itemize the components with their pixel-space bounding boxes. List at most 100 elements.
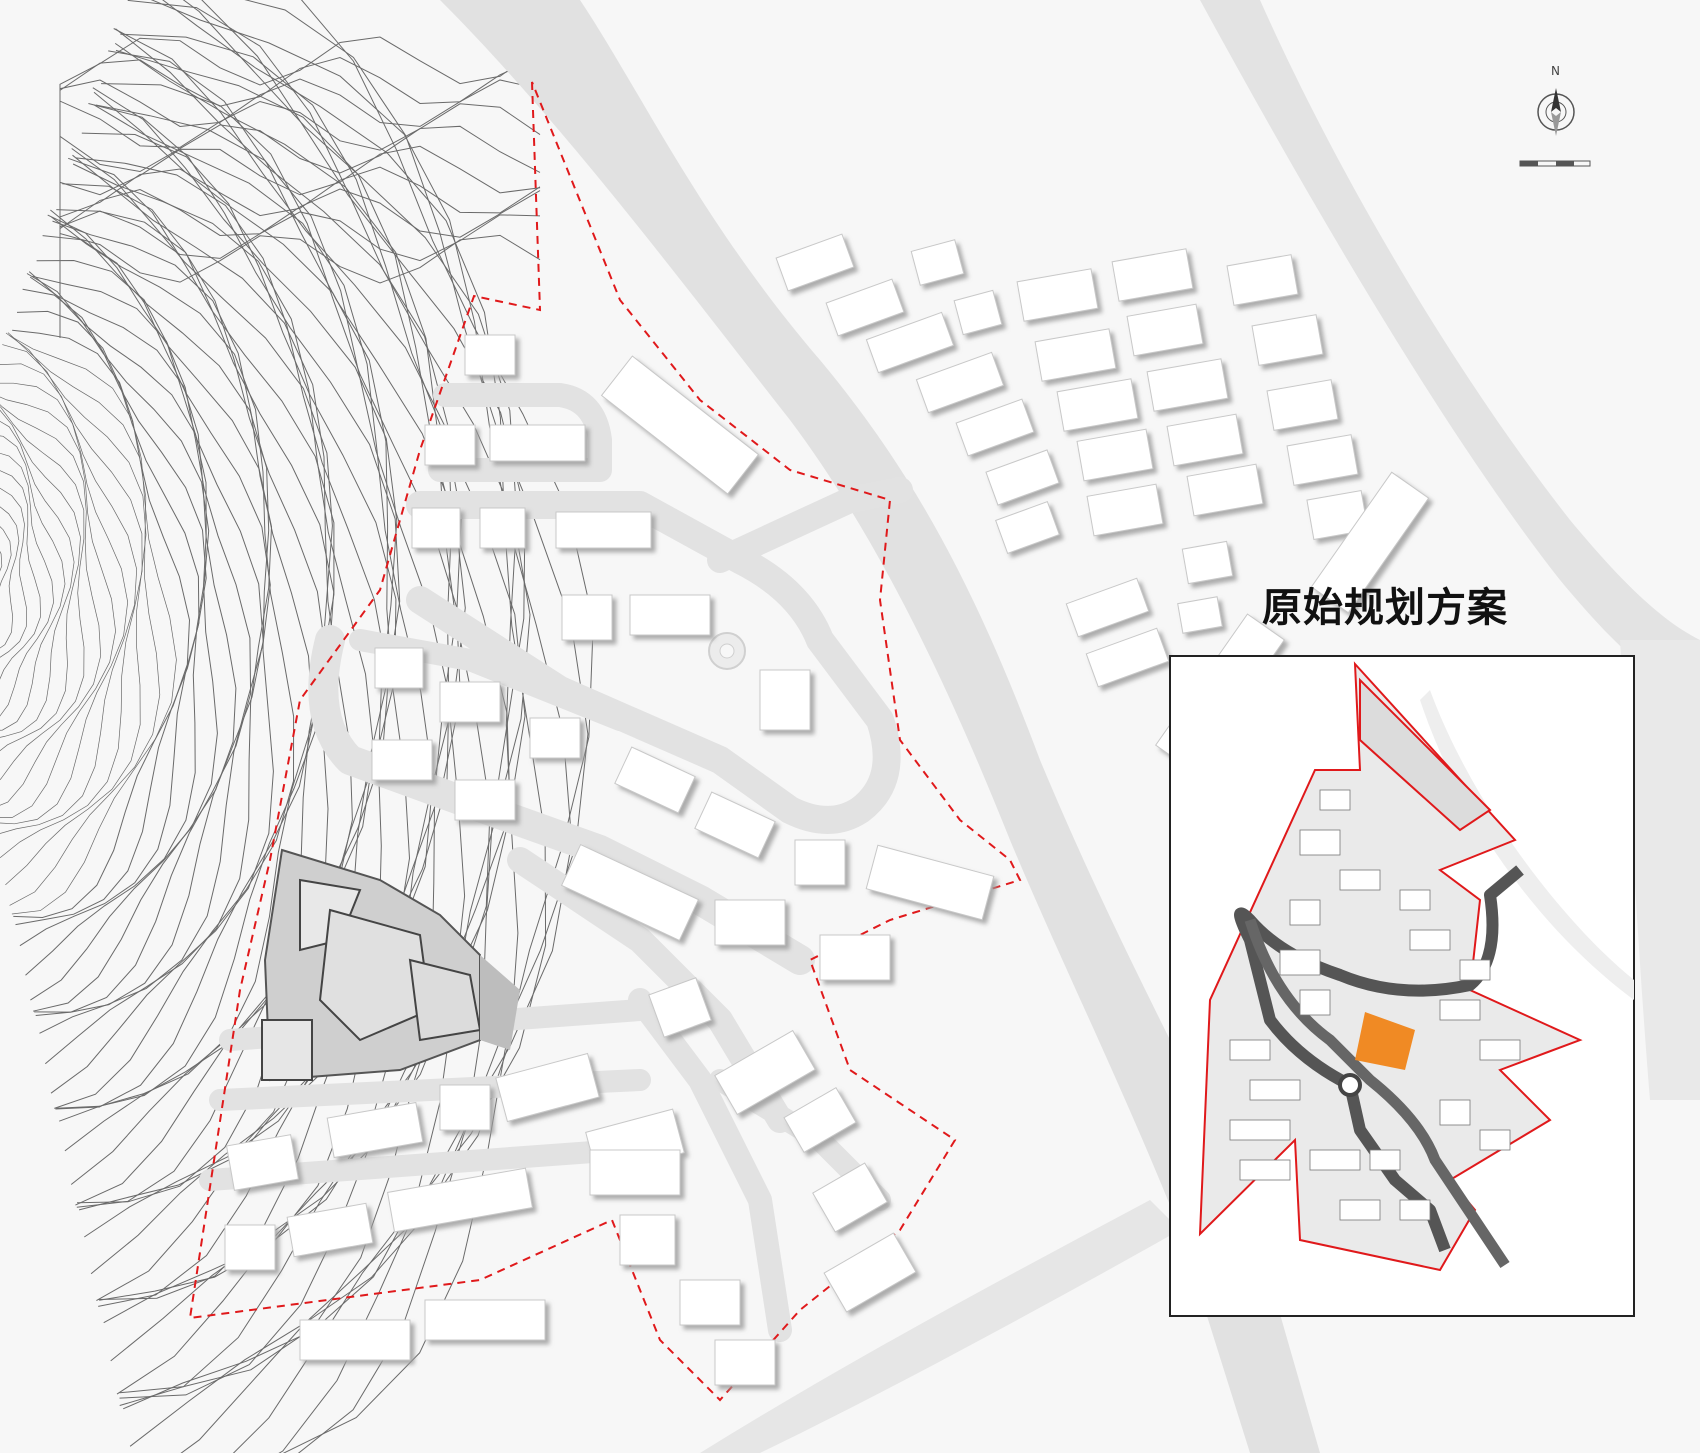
contour-line <box>59 36 541 140</box>
inset-building <box>1439 999 1481 1021</box>
building <box>529 717 581 759</box>
contour-line <box>50 216 295 1109</box>
building <box>286 1202 374 1258</box>
building <box>439 681 501 723</box>
contour-line <box>59 78 541 184</box>
contour-line <box>59 166 541 272</box>
contour-line <box>244 0 589 1453</box>
inset-building <box>1399 1199 1431 1221</box>
inset-building <box>1409 929 1451 951</box>
village-building <box>1166 413 1244 467</box>
contour-line <box>123 0 531 1410</box>
contour-line <box>0 452 54 717</box>
building <box>865 844 995 921</box>
village-building <box>1016 268 1099 322</box>
site-buildings <box>224 334 995 1386</box>
contour-line <box>7 332 161 906</box>
village-building <box>1076 428 1154 482</box>
contour-line <box>0 487 28 658</box>
building <box>495 1052 600 1123</box>
contour-line <box>32 275 252 1013</box>
plan-title: 原始规划方案 <box>1262 585 1508 631</box>
contour-line <box>59 145 541 250</box>
contour-line <box>0 420 75 738</box>
building <box>694 791 776 859</box>
village-building <box>1251 314 1324 366</box>
village-building <box>1111 248 1194 302</box>
village-building <box>1226 254 1299 306</box>
building <box>489 424 586 462</box>
inset-building <box>1299 989 1331 1016</box>
village-building <box>1310 471 1430 614</box>
village-building <box>1065 577 1150 638</box>
building <box>555 511 652 549</box>
building <box>714 899 786 946</box>
building <box>629 594 711 636</box>
inset-building <box>1479 1129 1511 1151</box>
contour-line <box>25 273 210 976</box>
community-center <box>261 848 520 1082</box>
inset-building <box>1459 959 1491 981</box>
inset-building <box>1439 1099 1471 1126</box>
contour-line <box>282 0 594 1453</box>
south-road <box>700 1200 1180 1453</box>
contour-line <box>180 0 519 1453</box>
contour-line <box>19 288 207 947</box>
contour-line <box>59 188 541 294</box>
contour-line <box>0 344 143 858</box>
contour-line <box>44 214 273 1065</box>
building <box>454 779 516 821</box>
village-building <box>1086 483 1164 537</box>
inset-highlight <box>1355 1012 1415 1070</box>
inset-building <box>1229 1039 1271 1061</box>
building <box>326 1101 424 1159</box>
contour-line <box>0 396 116 818</box>
building <box>411 507 461 549</box>
village-building <box>1177 596 1223 634</box>
building <box>439 1084 491 1131</box>
scale-bar-icon <box>1519 160 1591 167</box>
inset-building <box>1369 1149 1401 1171</box>
east-road <box>1200 0 1700 700</box>
building <box>759 669 811 731</box>
contour-line <box>12 329 191 919</box>
original-plan-inset <box>1169 655 1635 1317</box>
village-building <box>915 351 1005 414</box>
building <box>648 977 712 1038</box>
contour-line <box>0 435 66 731</box>
building <box>714 1339 776 1386</box>
village-building <box>1181 540 1234 585</box>
village-building <box>1146 358 1229 412</box>
inset-building <box>1289 899 1321 926</box>
contour-line <box>0 506 20 649</box>
village-building <box>775 233 855 292</box>
building <box>224 1224 276 1271</box>
inset-building <box>1229 1119 1291 1141</box>
inset-building <box>1249 1079 1301 1101</box>
building <box>561 594 613 641</box>
contour-line <box>29 276 237 1012</box>
village-building <box>1126 303 1204 357</box>
contour-line <box>0 526 12 587</box>
contour-line <box>129 0 526 1447</box>
contour-line <box>59 100 541 206</box>
contour-line <box>50 209 274 1094</box>
contour-line <box>9 335 177 915</box>
building <box>783 1086 857 1154</box>
contour-line <box>0 409 81 752</box>
building <box>464 334 516 376</box>
compass-icon <box>1537 88 1575 136</box>
contour-line <box>0 363 138 834</box>
inset-building <box>1239 1159 1291 1181</box>
inset-building <box>1339 1199 1381 1221</box>
village-building <box>1266 379 1339 431</box>
building <box>387 1167 533 1233</box>
building <box>614 746 696 814</box>
village-building <box>1034 328 1117 382</box>
inset-building <box>1279 949 1321 976</box>
contour-line <box>0 550 3 572</box>
contour-line <box>0 404 102 806</box>
building <box>812 1162 888 1233</box>
building <box>819 934 891 981</box>
